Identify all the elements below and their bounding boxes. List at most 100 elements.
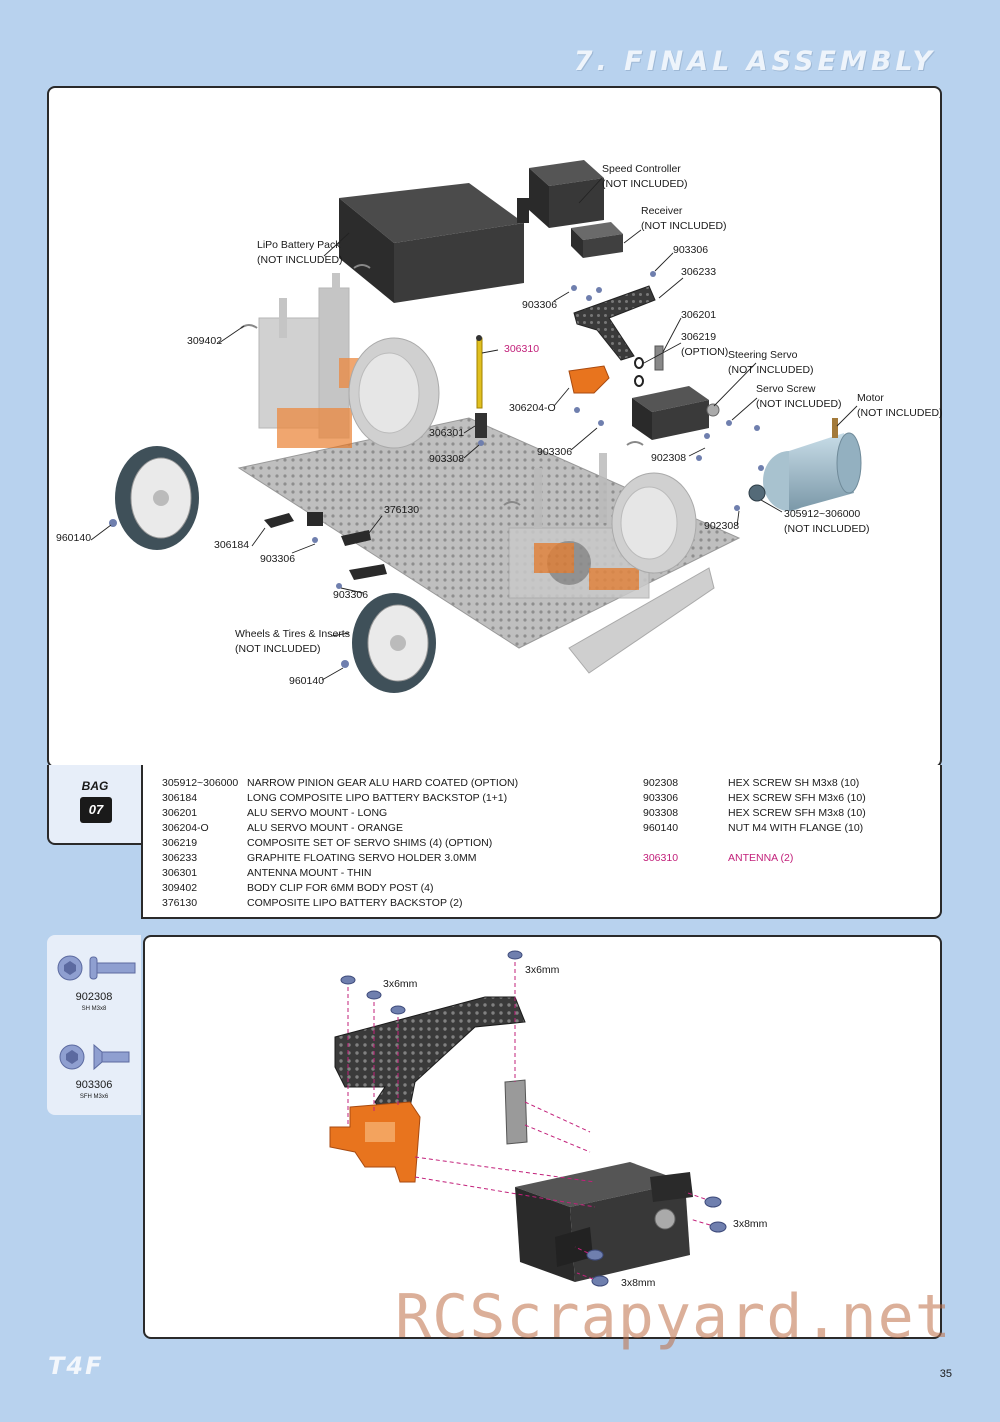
rear-left-wheel bbox=[115, 446, 199, 550]
bag-label: BAG bbox=[81, 779, 109, 793]
part-desc: HEX SCREW SH M3x8 (10) bbox=[728, 777, 860, 789]
part-code: 376130 bbox=[162, 897, 198, 909]
alu-servo-mount-long bbox=[504, 1079, 528, 1145]
label-wheels: Wheels & Tires & Inserts bbox=[235, 628, 350, 640]
label-part-306233: 306233 bbox=[681, 266, 717, 278]
brand-logo: T4F bbox=[48, 1352, 104, 1380]
screw-icon bbox=[704, 1196, 722, 1208]
label-part-960140-b: 960140 bbox=[289, 675, 325, 687]
label-speed-controller: Speed Controller bbox=[602, 163, 681, 175]
part-code: 306204-O bbox=[162, 822, 209, 834]
screw-spec: SFH M3x6 bbox=[79, 1094, 109, 1100]
part-desc: HEX SCREW SFH M3x6 (10) bbox=[728, 792, 866, 804]
part-code: 306233 bbox=[162, 852, 198, 864]
part-code: 306184 bbox=[162, 792, 198, 804]
label-part-903306-b: 903306 bbox=[522, 299, 558, 311]
part-desc: NARROW PINION GEAR ALU HARD COATED (OPTI… bbox=[247, 777, 519, 789]
label-motor: Motor bbox=[857, 392, 884, 404]
servo-mount-long bbox=[654, 345, 664, 371]
part-code: 305912~306000 bbox=[162, 777, 239, 789]
screw-icon bbox=[507, 950, 523, 960]
steering-servo bbox=[632, 386, 720, 440]
label-part-903306-a: 903306 bbox=[673, 244, 709, 256]
bag-number: 07 bbox=[80, 797, 112, 823]
label-part-306219: 306219 bbox=[681, 331, 717, 343]
label-pinion: 305912~306000 bbox=[784, 508, 861, 520]
flat-head-screw-icon bbox=[59, 1043, 130, 1071]
front-left-wheel bbox=[352, 593, 436, 693]
label-part-960140-a: 960140 bbox=[56, 532, 92, 544]
label-receiver-note: (NOT INCLUDED) bbox=[641, 220, 727, 232]
screw-icon bbox=[586, 1249, 604, 1261]
label-steering-servo: Steering Servo bbox=[728, 349, 798, 361]
part-desc: ALU SERVO MOUNT - LONG bbox=[247, 807, 388, 819]
page-number: 35 bbox=[939, 1368, 952, 1380]
bag-badge: BAG 07 bbox=[47, 765, 143, 845]
servo-mount-illustration bbox=[329, 950, 727, 1287]
part-code: 960140 bbox=[643, 822, 679, 834]
servo bbox=[515, 1162, 693, 1282]
part-desc: ALU SERVO MOUNT - ORANGE bbox=[247, 822, 403, 834]
label-3x8-b: 3x8mm bbox=[621, 1277, 656, 1289]
part-code: 903306 bbox=[643, 792, 679, 804]
floating-servo-holder bbox=[573, 285, 656, 361]
part-code: 309402 bbox=[162, 882, 198, 894]
battery-backstop-long-b bbox=[307, 512, 323, 526]
label-3x6-a: 3x6mm bbox=[383, 978, 418, 990]
servo-mount-orange bbox=[568, 365, 610, 394]
screw-icon bbox=[591, 1275, 609, 1287]
label-part-902308-a: 902308 bbox=[651, 452, 687, 464]
screw-icon bbox=[366, 990, 382, 1000]
label-lipo-battery-note: (NOT INCLUDED) bbox=[257, 254, 343, 266]
pinion-gear bbox=[748, 484, 766, 502]
label-servo-screw: Servo Screw bbox=[756, 383, 816, 395]
label-part-309402: 309402 bbox=[187, 335, 223, 347]
socket-head-screw-icon bbox=[57, 955, 136, 981]
label-part-306204: 306204-O bbox=[509, 402, 556, 414]
label-part-306184: 306184 bbox=[214, 539, 250, 551]
part-desc: ANTENNA MOUNT - THIN bbox=[247, 867, 372, 879]
label-motor-note: (NOT INCLUDED) bbox=[857, 407, 943, 419]
label-speed-controller-note: (NOT INCLUDED) bbox=[602, 178, 688, 190]
label-part-306219-note: (OPTION) bbox=[681, 346, 729, 358]
detail-diagram-panel: 3x6mm 3x6mm 3x8mm 3x8mm bbox=[143, 935, 942, 1339]
part-code: 306201 bbox=[162, 807, 198, 819]
label-3x6-b: 3x6mm bbox=[525, 964, 560, 976]
part-code: 306219 bbox=[162, 837, 198, 849]
main-diagram-panel: Speed Controller (NOT INCLUDED) Receiver… bbox=[47, 86, 943, 768]
label-servo-screw-note: (NOT INCLUDED) bbox=[756, 398, 842, 410]
label-3x8-a: 3x8mm bbox=[733, 1218, 768, 1230]
screw-legend: 902308 SH M3x8 903306 SFH M3x6 bbox=[47, 935, 141, 1115]
antenna bbox=[476, 337, 483, 409]
orange-servo-mount bbox=[329, 1101, 421, 1183]
label-part-903306-d: 903306 bbox=[260, 553, 296, 565]
part-desc: COMPOSITE LIPO BATTERY BACKSTOP (2) bbox=[247, 897, 463, 909]
label-receiver: Receiver bbox=[641, 205, 683, 217]
part-desc: HEX SCREW SFH M3x8 (10) bbox=[728, 807, 866, 819]
label-part-306201: 306201 bbox=[681, 309, 717, 321]
screw-spec: SH M3x8 bbox=[81, 1006, 107, 1012]
label-part-306310: 306310 bbox=[504, 343, 540, 355]
antenna-mount bbox=[475, 413, 487, 438]
label-part-903308: 903308 bbox=[429, 453, 465, 465]
label-steering-servo-note: (NOT INCLUDED) bbox=[728, 364, 814, 376]
battery-backstop-a bbox=[341, 530, 371, 546]
part-code: 902308 bbox=[643, 777, 679, 789]
label-part-376130: 376130 bbox=[384, 504, 420, 516]
lipo-battery-pack bbox=[339, 183, 524, 303]
carbon-holder bbox=[334, 996, 526, 1118]
label-part-306301: 306301 bbox=[429, 427, 465, 439]
battery-backstop-b bbox=[349, 564, 387, 580]
screw-icon bbox=[709, 1221, 727, 1233]
label-part-903306-e: 903306 bbox=[333, 589, 369, 601]
motor bbox=[763, 418, 862, 511]
chassis-illustration bbox=[90, 160, 862, 693]
part-code: 306301 bbox=[162, 867, 198, 879]
label-lipo-battery: LiPo Battery Pack bbox=[257, 239, 341, 251]
label-part-903306-c: 903306 bbox=[537, 446, 573, 458]
watermark: RCScrapyard.net bbox=[395, 1282, 952, 1352]
label-pinion-note: (NOT INCLUDED) bbox=[784, 523, 870, 535]
speed-controller bbox=[517, 160, 604, 228]
part-code: 903308 bbox=[643, 807, 679, 819]
part-desc-highlight: ANTENNA (2) bbox=[728, 852, 794, 864]
